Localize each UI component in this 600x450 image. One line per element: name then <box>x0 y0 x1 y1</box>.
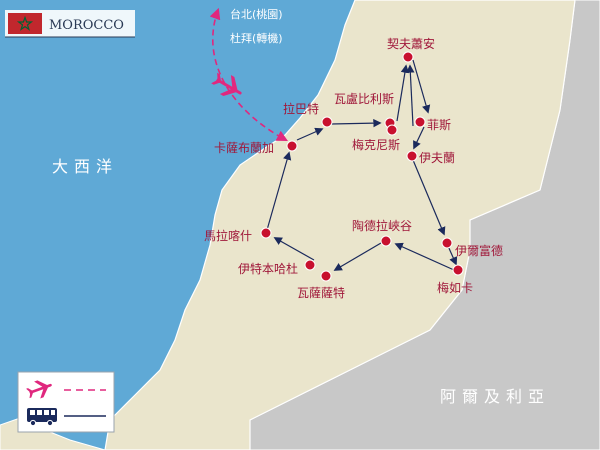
legend-airplane-icon <box>26 380 52 399</box>
route-ifrane-erfoud <box>412 159 446 236</box>
city-label-marrakech: 馬拉喀什 <box>204 228 252 243</box>
route-casablanca-rabat <box>296 127 324 141</box>
city-dot-marrakech <box>260 227 272 239</box>
city-label-rabat: 拉巴特 <box>283 101 319 116</box>
route-marrakech-casablanca <box>266 151 292 231</box>
city-dot-ifrane <box>406 150 418 162</box>
neighbor-label: 阿爾及利亞 <box>440 387 550 406</box>
route-todra-ouarzazate <box>333 242 382 271</box>
city-label-volubilis: 瓦盧比利斯 <box>334 92 394 106</box>
city-labels: 卡薩布蘭加 拉巴特 瓦盧比利斯 契夫蕭安 梅克尼斯 菲斯 伊夫蘭 伊爾富德 梅如… <box>204 36 503 300</box>
flag-star-icon <box>16 15 34 31</box>
flight-origin-label: 台北(桃園) <box>230 7 283 21</box>
city-label-meknes: 梅克尼斯 <box>352 137 400 152</box>
city-label-chefchaouen: 契夫蕭安 <box>387 36 435 51</box>
city-dot-chefchaouen <box>402 51 414 63</box>
city-label-ifrane: 伊夫蘭 <box>419 151 455 165</box>
route-fes-ifrane <box>413 126 425 150</box>
flight-transit-label: 杜拜(轉機) <box>230 31 283 45</box>
city-dot-fes <box>414 116 426 128</box>
city-label-todra: 陶德拉峽谷 <box>352 218 412 233</box>
country-header: MOROCCO <box>5 10 135 38</box>
route-chefchaouen-fes <box>412 59 431 114</box>
city-dots <box>260 51 464 282</box>
route-merzouga-todra <box>394 242 455 271</box>
city-label-casablanca: 卡薩布蘭加 <box>214 141 274 155</box>
city-dot-erfoud <box>441 237 453 249</box>
city-dot-rabat <box>321 116 333 128</box>
city-label-fes: 菲斯 <box>427 118 451 132</box>
city-label-ouarzazate: 瓦薩薩特 <box>297 285 345 300</box>
route-rabat-volubilis <box>330 118 382 128</box>
city-label-benhaddou: 伊特本哈杜 <box>238 261 298 276</box>
route-erfoud-merzouga <box>447 245 458 266</box>
bus-routes <box>266 59 458 271</box>
city-dot-merzouga <box>452 264 464 276</box>
legend <box>17 371 115 433</box>
morocco-flag <box>8 13 42 34</box>
city-label-merzouga: 梅如卡 <box>437 280 473 295</box>
city-dot-benhaddou <box>304 259 316 271</box>
bus-icon <box>27 408 57 427</box>
city-label-erfoud: 伊爾富德 <box>455 243 503 258</box>
route-volubilis-chefchaouen <box>396 64 410 122</box>
city-dot-ouarzazate <box>320 270 332 282</box>
city-dot-meknes <box>386 124 398 136</box>
city-dot-todra <box>380 235 392 247</box>
route-benhaddou-marrakech <box>273 237 315 261</box>
country-name: MOROCCO <box>49 18 124 33</box>
city-dot-casablanca <box>286 140 298 152</box>
route-meknes-chefchaouen <box>406 64 415 127</box>
airplane-icon <box>211 72 242 97</box>
ocean-label: 大西洋 <box>52 157 118 176</box>
